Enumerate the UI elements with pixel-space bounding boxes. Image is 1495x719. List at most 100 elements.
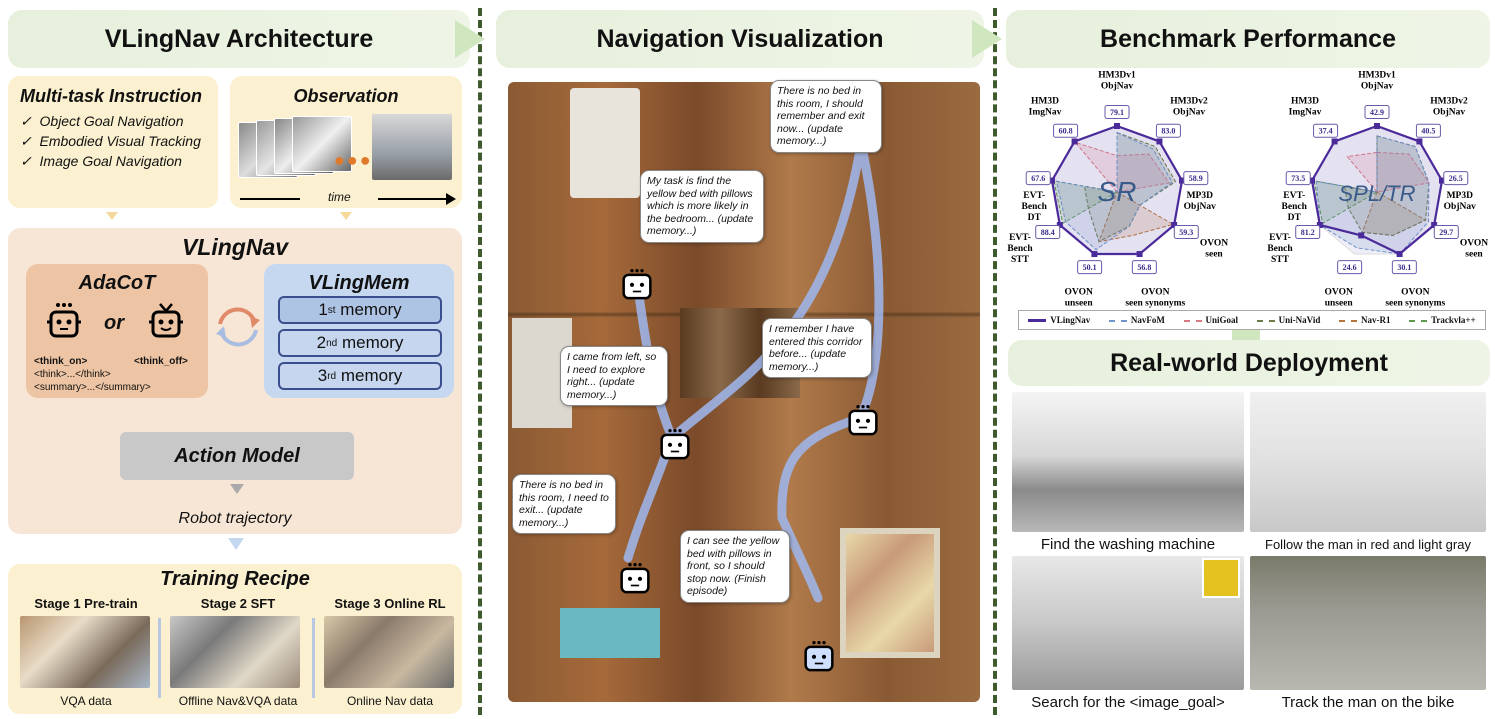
stage-divider xyxy=(158,618,161,698)
summary-tag: <summary>...</summary> xyxy=(34,382,151,393)
value-badge xyxy=(1155,123,1181,138)
value-badge xyxy=(1443,171,1469,186)
action-model-box: Action Model xyxy=(120,432,354,480)
value-label: 59.3 xyxy=(1179,228,1193,237)
instruction-item: ✓ Image Goal Navigation xyxy=(20,153,182,169)
stage-3-data: Online Nav data xyxy=(346,694,434,708)
radar-series-vlingnav xyxy=(1050,124,1184,256)
value-label: 50.1 xyxy=(1083,263,1097,272)
or-label: or xyxy=(104,312,124,334)
radar-series-navfom xyxy=(1055,131,1173,251)
stage-2-data: Offline Nav&VQA data xyxy=(178,694,298,708)
radar-point xyxy=(1396,251,1403,258)
training-panel: Training Recipe Stage 1 Pre-train Stage … xyxy=(8,564,462,714)
value-badge xyxy=(1025,171,1051,186)
vlingnav-title: VLingNav xyxy=(181,234,289,260)
vlingnav-panel: VLingNav AdaCoT or <think_on> <think_off… xyxy=(8,228,462,534)
radar-point xyxy=(1156,138,1163,145)
value-badge xyxy=(1077,260,1103,275)
deployment-photo-washing-machine xyxy=(1012,392,1244,532)
time-label: time xyxy=(328,190,351,204)
radar-point xyxy=(1374,123,1380,129)
radar-point xyxy=(1431,222,1438,228)
value-badge xyxy=(1433,225,1459,239)
value-label: 40.5 xyxy=(1421,127,1435,136)
dots-icon: ●●● xyxy=(334,150,373,170)
legend-swatch xyxy=(1183,319,1202,322)
legend-item: NavFoM xyxy=(1108,315,1165,325)
value-badge xyxy=(1173,225,1199,239)
value-badge xyxy=(1364,105,1390,119)
caption-follow-man: Follow the man in red and light gray xyxy=(1265,537,1471,552)
thought-bubble: I came from left, so I need to explore r… xyxy=(560,346,668,406)
radar-title: SR xyxy=(1098,176,1137,207)
radar-point xyxy=(1316,222,1323,228)
instruction-item: ✓ Object Goal Navigation xyxy=(20,113,184,129)
thought-bubble: There is no bed in this room, I need to … xyxy=(512,474,616,534)
value-label: 56.8 xyxy=(1137,263,1151,272)
instruction-panel: Multi-task Instruction ✓ Object Goal Nav… xyxy=(8,76,218,208)
benchmark-header: Benchmark Performance xyxy=(1006,10,1490,68)
thought-bubble: There is no bed in this room, I should r… xyxy=(770,80,882,153)
radar-point xyxy=(1114,123,1120,129)
deployment-photo-bike xyxy=(1250,556,1486,690)
radar-point xyxy=(1178,177,1185,184)
observation-title: Observation xyxy=(293,86,399,106)
stage-1-title: Stage 1 Pre-train xyxy=(34,596,138,611)
legend-item: UniGoal xyxy=(1183,315,1238,325)
caption-track-bike: Track the man on the bike xyxy=(1281,694,1455,711)
thought-bubble: I remember I have entered this corridor … xyxy=(762,318,872,378)
adacot-panel: AdaCoT or <think_on> <think_off> <think>… xyxy=(26,264,208,398)
radar-title: SPL/TR xyxy=(1338,181,1415,206)
value-label: 79.1 xyxy=(1110,108,1124,117)
radar-point xyxy=(1416,138,1423,145)
robot-icon xyxy=(848,405,878,436)
value-label: 60.8 xyxy=(1059,127,1073,136)
radar-point xyxy=(1056,222,1063,228)
observation-panel: Observation ●●● time xyxy=(230,76,462,208)
value-label: 29.7 xyxy=(1439,228,1453,237)
value-label: 73.5 xyxy=(1291,174,1305,183)
value-badge xyxy=(1053,123,1079,138)
value-label: 67.6 xyxy=(1031,174,1045,183)
radar-point xyxy=(1091,251,1098,258)
value-badge xyxy=(1035,225,1061,239)
stage-3-title: Stage 3 Online RL xyxy=(334,596,446,611)
bed xyxy=(570,88,640,198)
cycle-arrows-icon xyxy=(216,307,260,347)
legend-swatch xyxy=(1028,319,1047,323)
value-badge xyxy=(1183,171,1209,186)
deployment-photo-follow-man xyxy=(1250,392,1486,532)
value-badge xyxy=(1295,225,1321,239)
value-label: 24.6 xyxy=(1343,263,1357,272)
radar-point xyxy=(1171,222,1178,228)
instruction-item: ✓ Embodied Visual Tracking xyxy=(20,133,201,149)
radar-series-nav-r1 xyxy=(1098,191,1175,243)
robot-trajectory-label: Robot trajectory xyxy=(178,510,292,527)
observation-frames: ●●● xyxy=(238,114,453,186)
value-label: 26.5 xyxy=(1449,174,1463,183)
radar-series-unigoal xyxy=(1073,141,1170,193)
legend-swatch xyxy=(1409,319,1428,322)
arrow-down-icon xyxy=(230,484,244,494)
legend-item: Uni-NaVid xyxy=(1256,315,1320,325)
robot-icon xyxy=(620,563,650,594)
legend-item: Nav-R1 xyxy=(1338,315,1390,325)
arrow-down-icon xyxy=(228,538,244,550)
stage-1-images xyxy=(20,616,150,688)
value-label: 83.0 xyxy=(1161,127,1175,136)
arrow-right-icon xyxy=(972,20,1002,58)
